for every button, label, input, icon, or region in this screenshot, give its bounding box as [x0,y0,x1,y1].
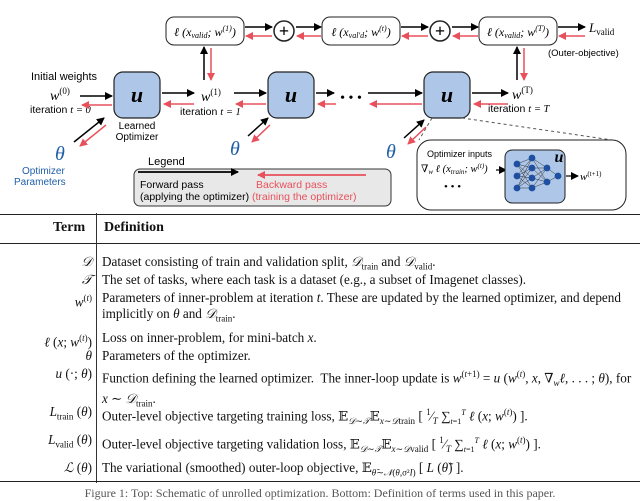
table-top-rule [0,214,640,215]
outer-objective-label: Lvalid (Outer-objective) [548,20,619,59]
term-cell: 𝒟 [81,254,92,269]
table-divider [96,213,97,483]
svg-text:Initial weights: Initial weights [31,71,98,83]
definition-cell: Outer-level objective targeting validati… [102,435,541,455]
plus-node-1: + [273,20,295,42]
plus-node-2: + [429,20,451,42]
svg-text:• • •: • • • [444,181,461,193]
svg-text:iteration t = 0: iteration t = 0 [30,104,92,116]
svg-text:Legend: Legend [148,156,185,168]
term-cell: 𝒯 [81,272,92,287]
svg-text:ℓ (xvalid; w(T)): ℓ (xvalid; w(T)) [487,24,549,40]
svg-text:u: u [441,82,453,107]
svg-text:∇w ℓ (xtrain; w(t)): ∇w ℓ (xtrain; w(t)) [421,162,488,176]
definition-cell: The set of tasks, where each task is a d… [102,272,527,287]
unrolled-optimization-diagram: ℓ (xvalid; w(1)) + ℓ (xval'd; w(t)) + ℓ … [14,16,627,211]
term-cell: w(t) [74,293,92,310]
svg-text:u: u [131,82,143,107]
loss-box-t: ℓ (xval'd; w(t)) [321,16,401,46]
definition-cell: Parameters of the optimizer. [102,348,251,363]
term-cell: Lvalid (θ) [48,432,92,450]
svg-text:Parameters: Parameters [14,177,66,188]
definition-cell: Loss on inner-problem, for mini-batch x. [102,330,317,345]
definition-cell: Function defining the learned optimizer.… [102,369,632,409]
optimizer-inputs-box: Optimizer inputs ∇w ℓ (xtrain; w(t)) • •… [416,139,627,211]
svg-text:iteration t = 1: iteration t = 1 [180,106,241,118]
definition-cell: The variational (smoothed) outer-loop ob… [102,460,464,478]
svg-text:(applying the optimizer): (applying the optimizer) [140,191,249,203]
term-cell: θ [85,348,92,363]
table-header-definition: Definition [104,220,164,235]
svg-text:(Outer-objective): (Outer-objective) [548,48,619,59]
optimizer-node-T: u [423,71,471,119]
theta-1: θ [55,143,65,165]
svg-text:iteration t = T: iteration t = T [488,103,551,115]
svg-text:+: + [435,21,445,41]
svg-text:Optimizer inputs: Optimizer inputs [427,149,493,159]
svg-text:ℓ (xvalid; w(1)): ℓ (xvalid; w(1)) [174,24,236,40]
svg-text:(training the optimizer): (training the optimizer) [252,191,356,203]
optimizer-parameters-label: Optimizer [22,166,65,177]
svg-text:Backward pass: Backward pass [256,179,327,191]
svg-text:Lvalid: Lvalid [588,20,615,37]
table-header-term: Term [53,220,86,235]
initial-weights: Initial weights w(0) iteration t = 0 [30,71,98,116]
definition-cell: Parameters of inner-problem at iteration… [102,290,621,324]
svg-text:Forward pass: Forward pass [140,179,204,191]
term-cell: ℓ (x; w(t)) [44,333,92,350]
svg-text:Optimizer: Optimizer [116,132,159,143]
svg-text:+: + [279,21,289,41]
w1-label: w(1) iteration t = 1 [180,87,241,118]
loss-box-T: ℓ (xvalid; w(T)) [478,16,558,46]
legend: Legend Forward pass (applying the optimi… [133,156,392,207]
svg-text:Learned: Learned [119,121,156,132]
definition-cell: Outer-level objective targeting training… [102,407,528,427]
optimizer-node-2: u [267,71,315,119]
figure-caption: Figure 1: Top: Schematic of unrolled opt… [84,486,556,500]
term-cell: u (·; θ) [55,366,92,381]
theta-2: θ [230,138,240,160]
term-cell: ℒ (θ) [63,460,92,475]
wT-label: w(T) iteration t = T [488,85,551,115]
svg-text:u: u [285,82,297,107]
loss-box-1: ℓ (xvalid; w(1)) [165,16,245,46]
definition-cell: Dataset consisting of train and validati… [102,254,436,272]
optimizer-node-1: u Learned Optimizer [113,71,161,143]
table-bottom-rule [0,481,640,482]
svg-text:w(T): w(T) [512,85,533,103]
term-cell: Ltrain (θ) [49,404,92,422]
svg-text:w(0): w(0) [50,86,70,104]
svg-text:w(1): w(1) [201,87,221,105]
theta-3: θ [386,141,396,163]
ellipsis: • • • [340,91,362,106]
svg-text:u: u [555,149,564,166]
svg-text:ℓ (xval'd; w(t)): ℓ (xval'd; w(t)) [331,24,390,40]
table-header-rule [0,243,640,244]
